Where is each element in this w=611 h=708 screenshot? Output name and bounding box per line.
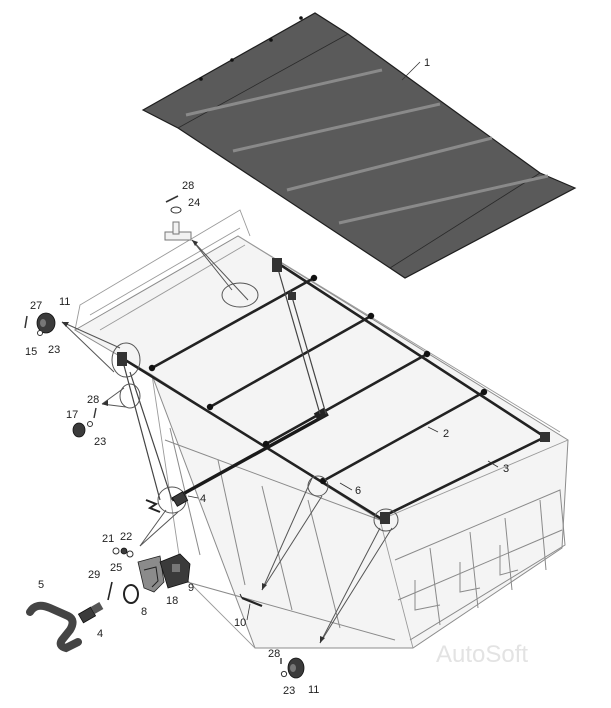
callout-3: 3: [503, 463, 509, 475]
callout-28-top: 28: [182, 180, 194, 192]
callout-25: 25: [110, 562, 122, 574]
part-10-pin: [239, 593, 263, 608]
callout-9: 9: [188, 582, 194, 594]
callout-15: 15: [25, 346, 37, 358]
tarp-frame: [117, 258, 550, 524]
callout-11-top: 11: [59, 296, 70, 308]
callout-8: 8: [141, 606, 147, 618]
callout-4-bottom: 4: [97, 628, 103, 640]
callout-27: 27: [30, 300, 42, 312]
callout-11-bottom: 11: [308, 684, 319, 696]
callout-22: 22: [120, 531, 132, 543]
callout-23-top: 23: [48, 344, 60, 356]
tarp-cover: [141, 12, 577, 279]
part-29-pin: [107, 581, 113, 601]
callout-1: 1: [424, 57, 430, 69]
part-18-bracket: [137, 555, 165, 593]
part-11-pulley-top: [24, 312, 56, 336]
callout-labels: 1 28 24 27 11 15 23 28 17 23 2 3 6 4 21 …: [25, 57, 509, 697]
callout-17: 17: [66, 409, 78, 421]
part-5-crank-handle: [26, 601, 82, 653]
part-24-pin-bracket: [164, 195, 192, 241]
part-8-ring: [123, 584, 139, 604]
detail-arrows: [61, 239, 399, 644]
part-21-22-25-fasteners: [112, 547, 134, 558]
callout-18: 18: [166, 595, 178, 607]
part-4-coupling: [77, 602, 104, 624]
part-9-housing: [159, 553, 191, 589]
callout-23-bottom: 23: [283, 685, 295, 697]
callout-2: 2: [443, 428, 449, 440]
callout-24: 24: [188, 197, 200, 209]
watermark: AutoSoft: [436, 641, 528, 668]
part-4-crank-shaft: [145, 491, 189, 513]
callout-4-top: 4: [200, 493, 206, 505]
callout-28-bottom: 28: [268, 648, 280, 660]
callout-10: 10: [234, 617, 246, 629]
callout-29: 29: [88, 569, 100, 581]
part-11-pulley-bottom: [280, 657, 305, 679]
callout-21: 21: [102, 533, 114, 545]
callout-5: 5: [38, 579, 44, 591]
callout-6: 6: [355, 485, 361, 497]
callout-23-mid: 23: [94, 436, 106, 448]
part-17-pulley-small: [72, 407, 97, 438]
leader-lines: [187, 61, 499, 621]
callout-28-mid: 28: [87, 394, 99, 406]
